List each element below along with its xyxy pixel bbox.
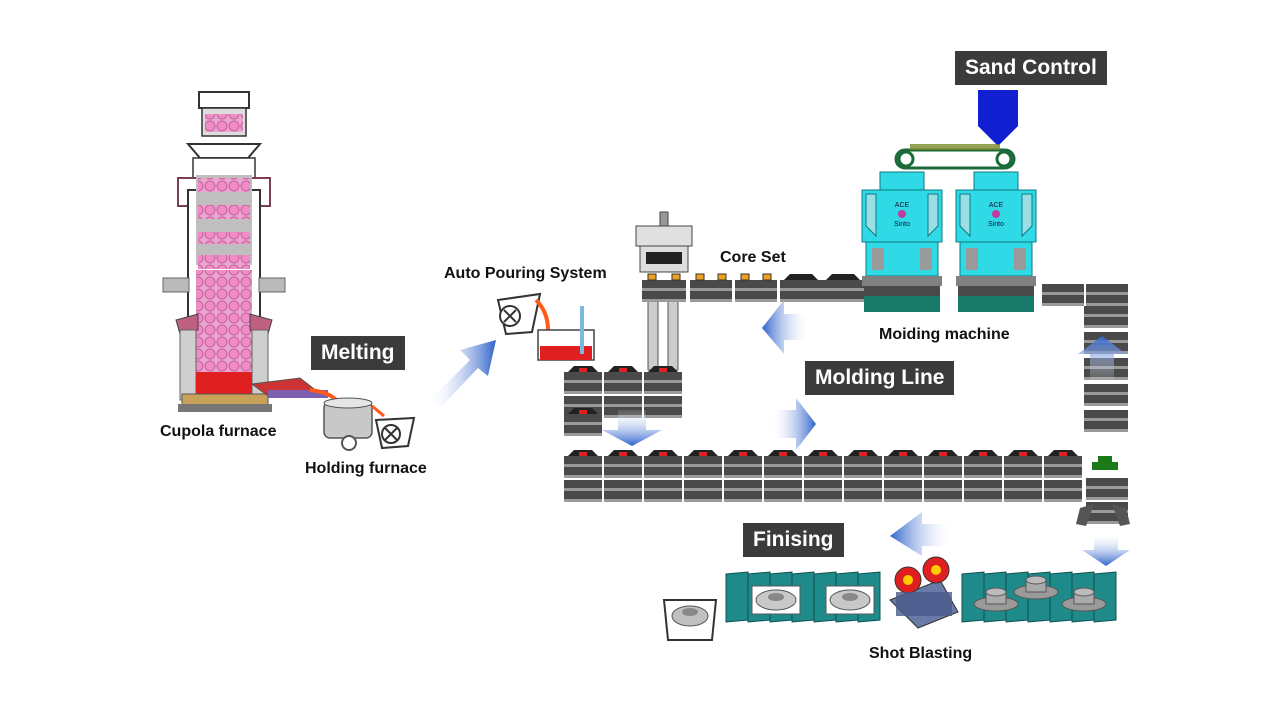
caption-shot-blasting: Shot Blasting <box>869 645 973 662</box>
mold-flask <box>764 450 802 478</box>
finishing-conveyors <box>725 571 1117 623</box>
mold-flask <box>564 450 602 478</box>
holding-furnace <box>309 388 416 451</box>
caption-core-set: Core Set <box>720 249 786 266</box>
molding-machine-unit: ACE Sinto <box>861 171 943 312</box>
mold-flask <box>690 273 732 302</box>
mold-flask <box>724 480 762 502</box>
mold-flask <box>804 450 842 478</box>
mold-flask <box>1042 284 1084 306</box>
shot-blasting-machine <box>889 556 959 629</box>
mold-flask <box>780 274 822 302</box>
machine-badge-line1: ACE <box>895 202 910 209</box>
mold-flask <box>844 450 882 478</box>
arrow-icon <box>890 512 950 556</box>
caption-cupola-furnace: Cupola furnace <box>160 423 277 440</box>
ladle-icon <box>374 416 416 450</box>
auto-pouring-system <box>496 292 595 361</box>
stage-label-melting: Melting <box>311 336 405 370</box>
arrow-icon <box>772 398 816 450</box>
machine-badge-line2: Sinto <box>988 221 1004 228</box>
mold-flask <box>1084 384 1128 406</box>
core-set-press <box>635 211 693 371</box>
core-set-conveyor <box>642 273 864 302</box>
finished-parts-bin <box>662 599 718 641</box>
brake-disc-icon <box>755 589 797 611</box>
brake-disc-icon <box>829 589 871 611</box>
casting-icon <box>1061 587 1107 612</box>
molding-machines: ACE Sinto ACE Sinto <box>861 171 1037 312</box>
caption-auto-pouring: Auto Pouring System <box>444 265 607 282</box>
mold-flask <box>1004 450 1042 478</box>
mold-flask <box>735 273 777 302</box>
mold-flask <box>844 480 882 502</box>
cupola-furnace <box>162 91 328 412</box>
molding-line-flasks <box>564 284 1128 524</box>
mold-flask <box>964 480 1002 502</box>
mold-flask <box>1084 410 1128 432</box>
mold-flask <box>604 480 642 502</box>
mold-flask <box>822 274 864 302</box>
mold-flask <box>764 480 802 502</box>
molding-machine-unit: ACE Sinto <box>955 171 1037 312</box>
arrow-icon <box>1078 336 1126 380</box>
mold-flask <box>1044 450 1082 478</box>
sand-hopper <box>894 90 1018 170</box>
mold-flask <box>804 480 842 502</box>
arrow-icon <box>1082 534 1130 566</box>
mold-flask <box>684 450 722 478</box>
brake-disc-icon <box>671 605 709 627</box>
mold-flask <box>644 396 682 418</box>
mold-flask <box>644 366 682 394</box>
stage-label-finishing: Finising <box>743 523 844 557</box>
mold-flask <box>564 480 602 502</box>
machine-badge-line1: ACE <box>989 202 1004 209</box>
mold-flask <box>924 480 962 502</box>
caption-molding-machine: Moiding machine <box>879 326 1010 343</box>
arrow-icon <box>762 300 808 354</box>
mold-flask <box>884 480 922 502</box>
casting-icon <box>1013 575 1059 600</box>
mold-flask <box>1086 502 1128 524</box>
mold-flask <box>1086 478 1128 500</box>
mold-flask <box>604 366 642 394</box>
machine-badge-line2: Sinto <box>894 221 910 228</box>
mold-flask <box>1044 480 1082 502</box>
mold-flask <box>1004 480 1042 502</box>
stage-label-molding-line: Molding Line <box>805 361 955 395</box>
mold-flask <box>604 450 642 478</box>
mold-flask <box>1086 284 1128 306</box>
arrow-icon <box>602 410 662 446</box>
caption-holding-furnace: Holding furnace <box>305 460 427 477</box>
shakeout-gripper <box>1076 456 1130 526</box>
mold-flask <box>644 480 682 502</box>
mold-flask <box>684 480 722 502</box>
mold-flask <box>564 408 602 436</box>
mold-flask <box>1084 306 1128 328</box>
mold-flask <box>964 450 1002 478</box>
mold-flask <box>642 273 686 302</box>
mold-flask <box>564 366 602 394</box>
mold-flask <box>644 450 682 478</box>
mold-flask <box>724 450 762 478</box>
arrow-icon <box>430 340 496 408</box>
casting-icon <box>973 587 1019 612</box>
mold-flask <box>884 450 922 478</box>
ladle-icon <box>496 292 542 336</box>
stage-label-sand-control: Sand Control <box>955 51 1107 85</box>
mold-flask <box>924 450 962 478</box>
